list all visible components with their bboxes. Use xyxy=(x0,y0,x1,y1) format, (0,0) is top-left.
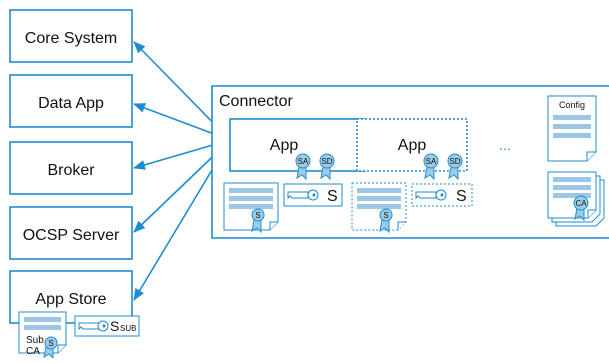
sub-ca-certificate: Sub CA S xyxy=(18,311,67,360)
box-ocsp-server[interactable]: OCSP Server xyxy=(9,206,133,260)
box-core-system[interactable]: Core System xyxy=(9,9,133,63)
app2-certificate: S xyxy=(351,182,407,234)
app1-certificate: S xyxy=(223,182,279,234)
ca-certificate-stack: CA xyxy=(547,171,605,227)
config-document[interactable]: Config xyxy=(547,95,597,162)
key-icon xyxy=(78,320,109,332)
seal-icon xyxy=(379,208,393,222)
box-label: Data App xyxy=(38,95,104,112)
sd-seal-icon: SD xyxy=(319,153,335,181)
key-icon xyxy=(415,189,447,201)
app-label: App xyxy=(398,137,427,154)
sub-ca-line1: Sub xyxy=(26,335,44,346)
key-sub-main: S xyxy=(110,318,119,334)
app-box-2[interactable]: App SA SD xyxy=(356,118,468,181)
more-apps-ellipsis: ... xyxy=(499,137,511,153)
key-icon xyxy=(287,189,319,201)
connector-title: Connector xyxy=(219,93,293,110)
app-box-1[interactable]: App SA SD xyxy=(229,118,366,181)
app2-key-box: S xyxy=(411,183,473,207)
sub-ca-line2: CA xyxy=(26,346,40,357)
ca-seal-label: CA xyxy=(575,199,587,208)
sd-seal-icon: SD xyxy=(447,153,463,181)
box-broker[interactable]: Broker xyxy=(9,141,133,195)
key-label: S xyxy=(456,188,467,205)
sub-key-box: S SUB xyxy=(74,315,140,337)
seal-icon xyxy=(573,195,589,211)
seal-icon xyxy=(44,336,58,350)
cert-seal-label: S xyxy=(255,211,260,220)
app1-key-box: S xyxy=(283,183,343,207)
cert-seal-label: S xyxy=(383,211,388,220)
box-label: App Store xyxy=(35,291,106,308)
sub-ca-seal-label: S xyxy=(48,339,53,348)
sd-label: SD xyxy=(449,157,460,166)
sa-label: SA xyxy=(298,157,309,166)
seal-icon xyxy=(251,208,265,222)
box-label: Broker xyxy=(47,162,95,179)
box-label: Core System xyxy=(25,30,117,47)
box-data-app[interactable]: Data App xyxy=(9,74,133,128)
key-sub-suffix: SUB xyxy=(120,324,136,333)
box-label: OCSP Server xyxy=(23,227,120,244)
sa-label: SA xyxy=(426,157,437,166)
app-label: App xyxy=(270,137,299,154)
config-title: Config xyxy=(559,100,585,110)
key-label: S xyxy=(327,188,338,205)
sa-seal-icon: SA xyxy=(295,153,311,181)
sd-label: SD xyxy=(321,157,332,166)
sa-seal-icon: SA xyxy=(423,153,439,181)
